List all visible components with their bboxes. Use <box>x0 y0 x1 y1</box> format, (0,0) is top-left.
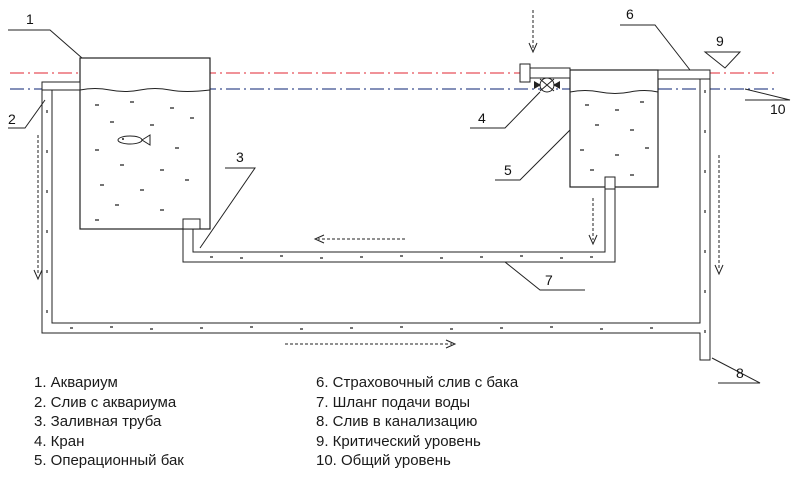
tap-pipe <box>524 67 571 79</box>
callout-10: 10 <box>770 101 786 117</box>
operational-tank-water-surface <box>569 90 659 94</box>
callout-1: 1 <box>26 11 34 27</box>
callout-5: 5 <box>504 162 512 178</box>
legend-item-8: 8. Слив в канализацию <box>316 413 478 431</box>
valve-icon <box>534 77 560 93</box>
aquarium-drain-inlet <box>41 81 81 91</box>
callout-leaders <box>8 24 791 384</box>
water-texture <box>46 90 706 333</box>
legend-item-10: 10. Общий уровень <box>316 452 451 470</box>
callout-7: 7 <box>545 272 553 288</box>
legend-right: 6. Страховочный слив с бака 7. Шланг под… <box>316 373 518 471</box>
callout-8: 8 <box>736 365 744 381</box>
tank-outlet <box>604 176 616 190</box>
callout-6: 6 <box>626 6 634 22</box>
aquarium-water-surface <box>79 88 211 92</box>
legend-item-5: 5. Операционный бак <box>34 452 184 470</box>
legend-item-2: 2. Слив с аквариума <box>34 393 177 411</box>
callout-3: 3 <box>236 149 244 165</box>
flow-arrows <box>33 135 724 349</box>
legend-item-1: 1. Аквариум <box>34 374 118 391</box>
legend-item-3: 3. Заливная труба <box>34 413 162 431</box>
callout-9: 9 <box>716 33 724 49</box>
legend-item-6: 6. Страховочный слив с бака <box>316 374 519 391</box>
fill-pipe-inlet <box>182 218 201 230</box>
legend-left: 1. Аквариум 2. Слив с аквариума 3. Залив… <box>34 373 184 471</box>
aquarium-plumbing-diagram: 1 2 3 4 5 6 7 8 9 10 <box>8 6 791 384</box>
callout-2: 2 <box>8 111 16 127</box>
tank-safety-overflow <box>657 69 711 80</box>
legend-item-7: 7. Шланг подачи воды <box>316 393 471 411</box>
tap-pipe-end <box>519 63 531 83</box>
legend-item-9: 9. Критический уровень <box>316 432 481 450</box>
callout-4: 4 <box>478 110 486 126</box>
water-supply-hose <box>182 179 616 263</box>
fish-icon <box>117 134 151 146</box>
legend-item-4: 4. Кран <box>34 432 85 450</box>
operational-tank <box>569 69 659 188</box>
aquarium-tank <box>79 57 211 230</box>
